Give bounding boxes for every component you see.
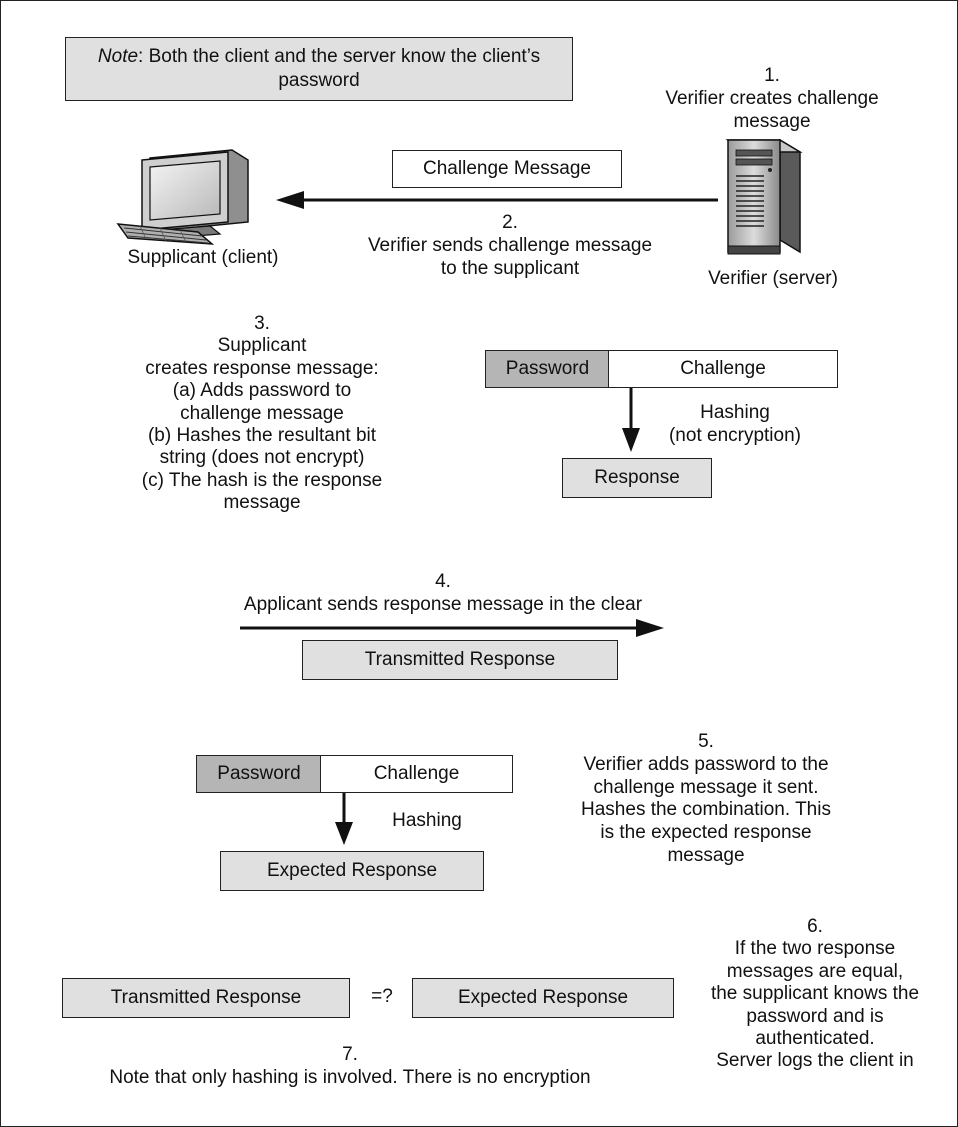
step-3-line: creates response message: — [145, 357, 379, 379]
step-6-line: messages are equal, — [726, 960, 904, 982]
challenge-arrow — [276, 191, 718, 209]
step-3-line: (c) The hash is the response — [141, 469, 383, 491]
client-challenge-label: Challenge — [680, 357, 766, 379]
server-hashing-text: Hashing — [392, 810, 462, 831]
compare-expected-label: Expected Response — [457, 986, 629, 1008]
step-3-line: (b) Hashes the resultant bit — [147, 425, 377, 447]
step-2-line: Verifier sends challenge message — [367, 234, 653, 256]
step-6-line: authenticated. — [755, 1028, 875, 1050]
challenge-message-label: Challenge Message — [423, 157, 591, 179]
client-response-box: Response — [562, 458, 712, 498]
client-challenge-box: Challenge — [608, 350, 838, 388]
step-2-line: to the supplicant — [440, 257, 580, 279]
step-7-text: 7. Note that only hashing is involved. T… — [60, 1044, 640, 1090]
step-5-text: 5. Verifier adds password to the challen… — [556, 731, 856, 868]
computer-icon — [116, 149, 249, 245]
step-3-line: (a) Adds password to — [172, 380, 352, 402]
step-5-number: 5. — [698, 731, 714, 752]
transmitted-response-label: Transmitted Response — [364, 648, 556, 670]
server-challenge-label: Challenge — [373, 762, 460, 784]
note-box: Note: Both the client and the server kno… — [65, 37, 573, 101]
client-password-box: Password — [485, 350, 610, 388]
step-3-line: challenge message — [180, 402, 344, 424]
server-password-box: Password — [196, 755, 322, 793]
expected-response-label: Expected Response — [266, 859, 438, 881]
step-5-line: is the expected response — [600, 822, 812, 844]
step-6-number: 6. — [807, 916, 823, 937]
step-1-text: 1. Verifier creates challenge message — [632, 65, 912, 133]
step-6-line: If the two response — [734, 938, 896, 960]
step-5-line: message — [667, 844, 745, 866]
step-7-number: 7. — [342, 1044, 358, 1065]
step-7-line: Note that only hashing is involved. Ther… — [109, 1066, 591, 1088]
step-3-line: message — [223, 492, 301, 514]
step-3-text: 3. Supplicant creates response message: … — [112, 313, 412, 515]
step-4-line: Applicant sends response message in the … — [243, 593, 643, 615]
note-text: : Both the client and the server know th… — [138, 46, 541, 91]
step-6-line: password and is — [746, 1005, 884, 1027]
supplicant-label: Supplicant (client) — [127, 247, 279, 268]
compare-expected-box: Expected Response — [412, 978, 674, 1018]
client-hashing-arrow — [622, 388, 640, 452]
step-6-line: the supplicant knows the — [710, 983, 920, 1005]
compare-operator: =? — [371, 986, 393, 1007]
step-1-line: Verifier creates challenge — [665, 87, 879, 109]
client-hashing-text: Hashing (not encryption) — [650, 402, 820, 448]
compare-transmitted-label: Transmitted Response — [110, 986, 302, 1008]
step-1-line: message — [733, 110, 811, 132]
server-challenge-box: Challenge — [320, 755, 513, 793]
note-prefix: Note — [97, 46, 139, 68]
step-2-text: 2. Verifier sends challenge message to t… — [340, 212, 680, 280]
step-3-number: 3. — [254, 313, 270, 334]
step-5-line: Verifier adds password to the — [583, 753, 829, 775]
client-hashing-line: Hashing — [700, 402, 770, 423]
client-hashing-line: (not encryption) — [668, 424, 801, 446]
step-5-line: Hashes the combination. This — [581, 799, 831, 821]
server-password-label: Password — [217, 762, 301, 784]
step-6-text: 6. If the two response messages are equa… — [680, 916, 950, 1073]
server-hashing-arrow — [335, 793, 353, 845]
expected-response-box: Expected Response — [220, 851, 484, 891]
step-4-number: 4. — [435, 571, 451, 592]
response-arrow — [240, 619, 664, 637]
challenge-message-box: Challenge Message — [392, 150, 622, 188]
step-2-number: 2. — [502, 212, 518, 233]
step-4-text: 4. Applicant sends response message in t… — [218, 571, 668, 617]
step-6-line: Server logs the client in — [716, 1050, 914, 1072]
client-response-label: Response — [594, 466, 680, 488]
server-tower-icon — [725, 138, 803, 255]
step-5-line: challenge message it sent. — [593, 776, 819, 798]
step-3-line: string (does not encrypt) — [159, 447, 365, 469]
step-1-number: 1. — [764, 65, 780, 86]
transmitted-response-box: Transmitted Response — [302, 640, 618, 680]
compare-transmitted-box: Transmitted Response — [62, 978, 350, 1018]
client-password-label: Password — [505, 357, 590, 379]
step-3-line: Supplicant — [217, 335, 307, 357]
verifier-label: Verifier (server) — [708, 268, 838, 289]
